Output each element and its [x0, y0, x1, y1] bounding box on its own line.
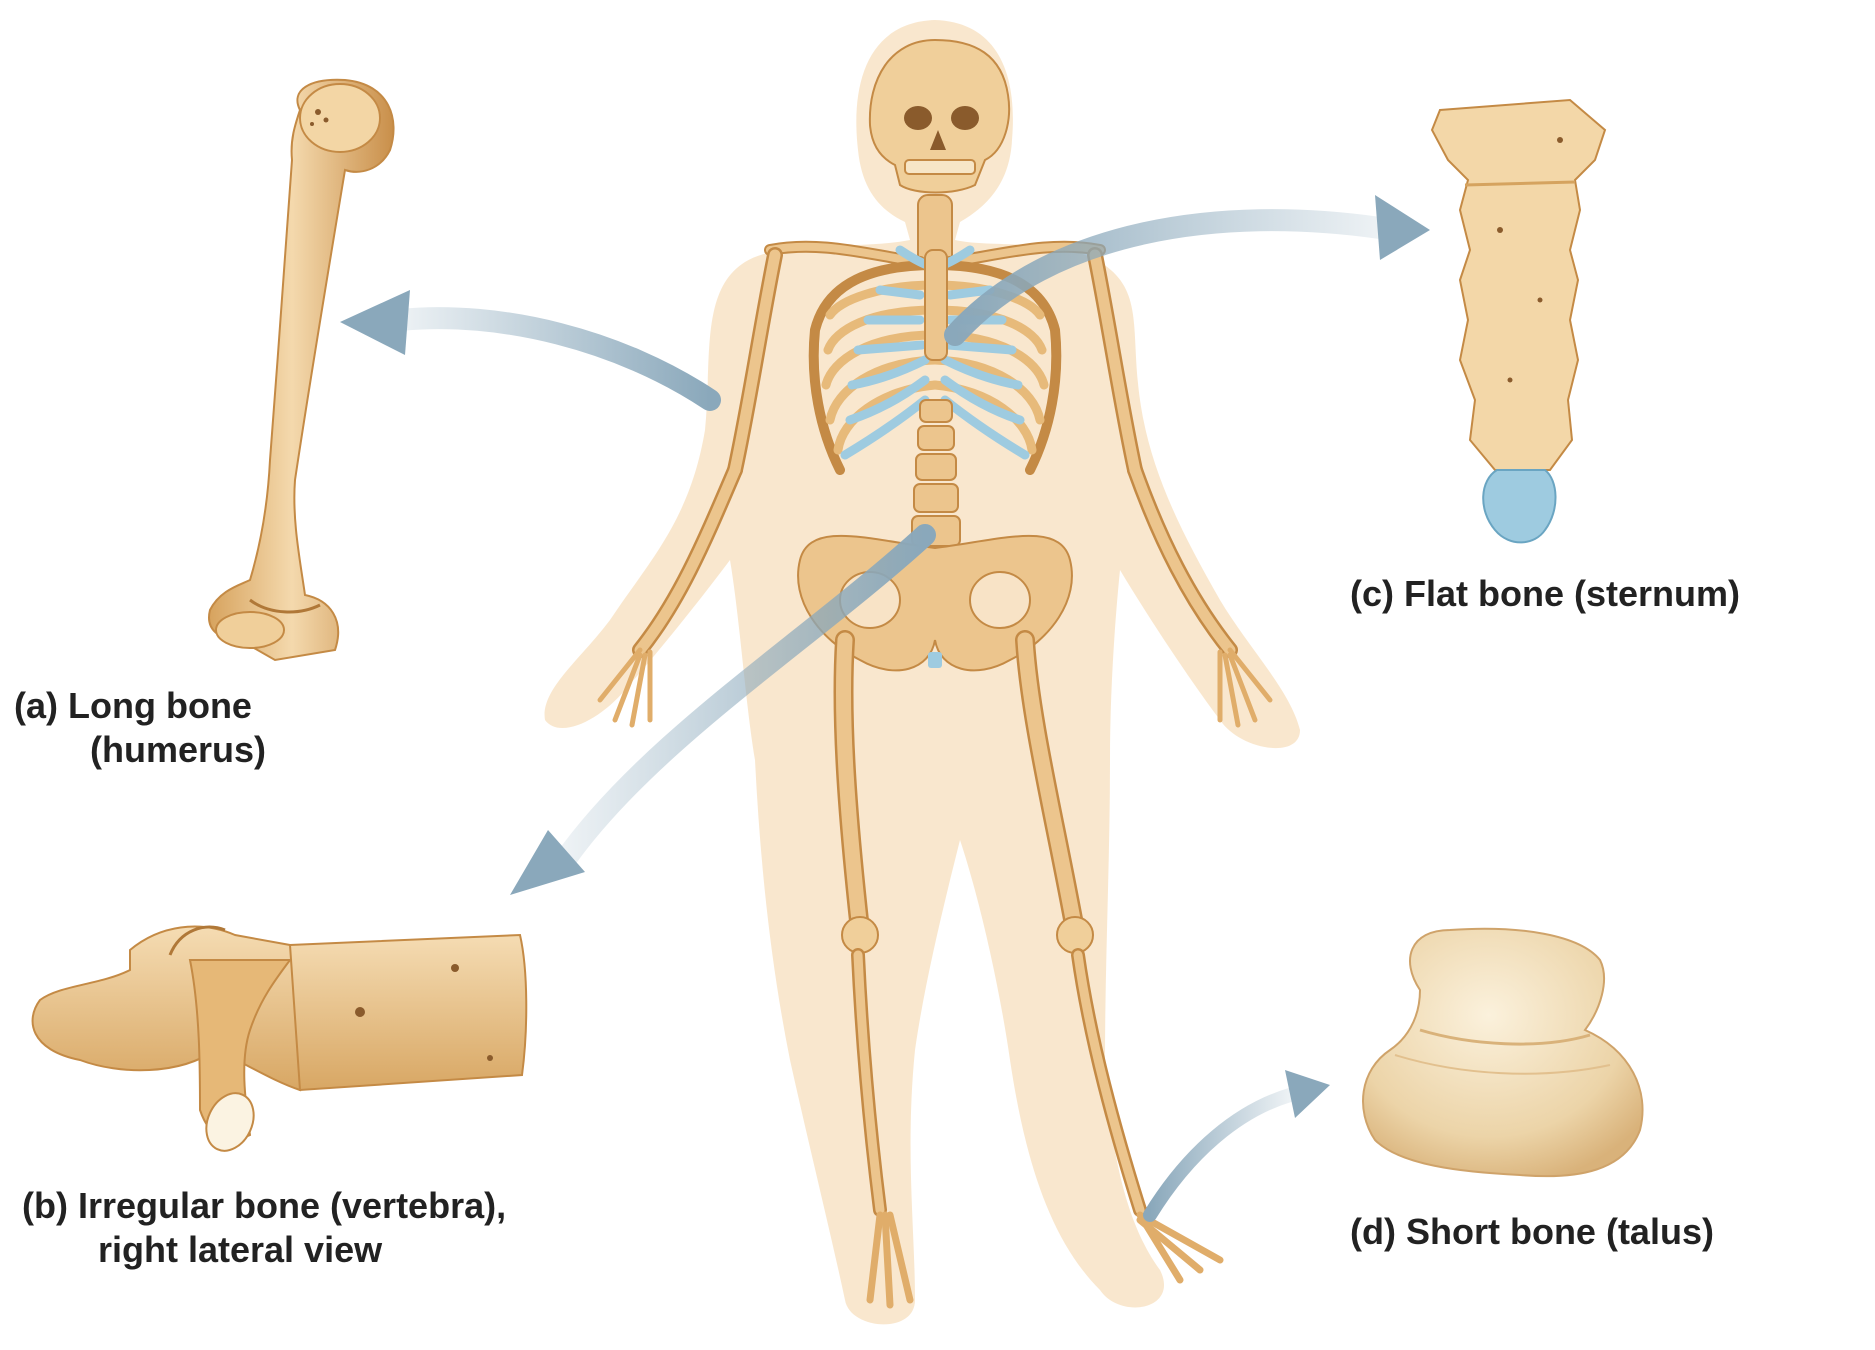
arm-bones — [597, 247, 1273, 728]
label-long-bone: (a) Long bone (humerus) — [14, 684, 266, 772]
skeleton-illustration — [764, 38, 1106, 268]
sternum-bone-illustration — [1430, 98, 1607, 544]
arrow-to-talus — [1143, 1088, 1297, 1222]
label-irregular-bone-line2: right lateral view — [98, 1229, 383, 1270]
arrow-to-sternum — [944, 209, 1391, 346]
arrow-head-vertebra — [510, 830, 585, 895]
vertebra-bone-illustration — [31, 925, 528, 1152]
label-short-bone: (d) Short bone (talus) — [1350, 1210, 1714, 1254]
label-flat-bone-line1: (c) Flat bone (sternum) — [1350, 573, 1741, 614]
label-long-bone-line1: (a) Long bone — [14, 685, 252, 726]
leg-bones — [833, 630, 1224, 1309]
label-flat-bone: (c) Flat bone (sternum) — [1350, 572, 1740, 616]
pointer-arrows — [340, 195, 1430, 1222]
arrow-head-humerus — [340, 290, 410, 355]
arrow-to-humerus — [389, 307, 721, 411]
label-irregular-bone: (b) Irregular bone (vertebra), right lat… — [22, 1184, 506, 1272]
label-short-bone-line1: (d) Short bone (talus) — [1350, 1211, 1714, 1252]
label-irregular-bone-line1: (b) Irregular bone (vertebra), — [22, 1185, 507, 1226]
spine-and-pelvis — [797, 399, 1073, 672]
humerus-bone-illustration — [208, 78, 395, 662]
arrow-head-talus — [1285, 1070, 1330, 1118]
talus-bone-illustration — [1362, 927, 1644, 1178]
arrow-to-vertebra — [554, 524, 936, 871]
arrow-head-sternum — [1375, 195, 1430, 260]
label-long-bone-line2: (humerus) — [90, 729, 267, 770]
